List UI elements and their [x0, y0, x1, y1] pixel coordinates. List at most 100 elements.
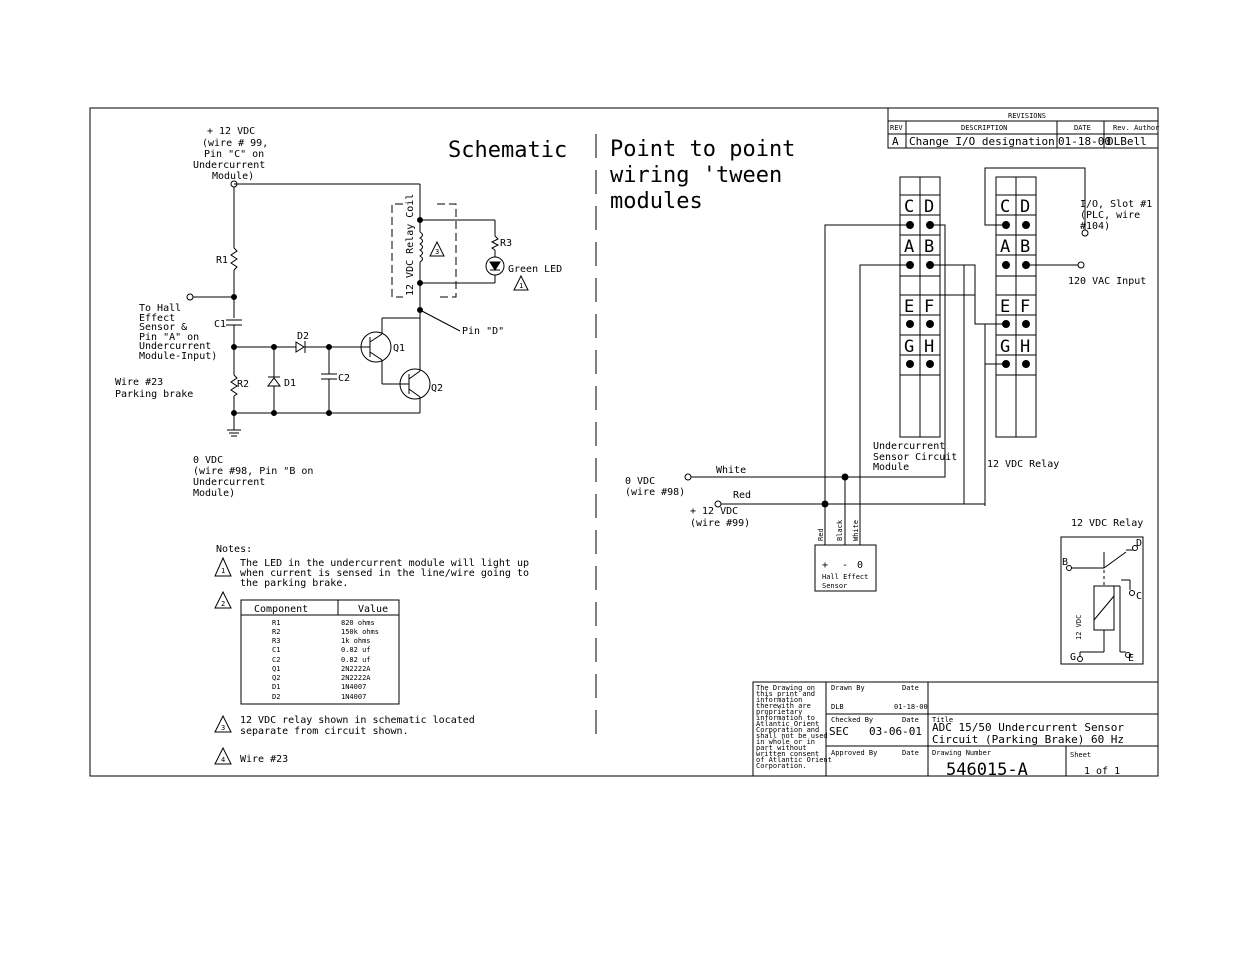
svg-text:separate from circuit shown.: separate from circuit shown.: [240, 726, 409, 737]
svg-text:Corporation and: Corporation and: [756, 726, 819, 734]
svg-text:C2: C2: [272, 656, 280, 664]
svg-text:B: B: [1062, 557, 1068, 568]
svg-text:Pin "A" on: Pin "A" on: [139, 332, 199, 343]
svg-text:01-18-00: 01-18-00: [1058, 135, 1111, 148]
svg-text:12 VDC Relay: 12 VDC Relay: [987, 459, 1059, 470]
svg-text:D1: D1: [272, 683, 280, 691]
relay-terminal-block: C D A B E F G H: [995, 176, 1037, 438]
schematic-circuit: + 12 VDC (wire # 99, Pin "C" on Undercur…: [115, 126, 562, 499]
svg-text:(wire #98, Pin "B on: (wire #98, Pin "B on: [193, 466, 313, 477]
hall-effect-sensor: [814, 544, 877, 592]
svg-text:Black: Black: [836, 519, 844, 541]
svg-text:Module: Module: [873, 462, 909, 473]
svg-text:The LED in the undercurrent mo: The LED in the undercurrent module will …: [240, 558, 529, 569]
svg-text:in whole or in: in whole or in: [756, 738, 815, 746]
svg-text:C: C: [1136, 591, 1142, 602]
svg-text:3: 3: [435, 248, 439, 256]
svg-text:R3: R3: [272, 637, 280, 645]
svg-text:Module): Module): [212, 171, 254, 182]
svg-text:R1: R1: [272, 619, 280, 627]
svg-text:D: D: [1136, 538, 1142, 549]
svg-text:D: D: [1020, 197, 1030, 217]
svg-text:0.82 uf: 0.82 uf: [341, 646, 371, 654]
svg-text:0: 0: [857, 560, 863, 571]
svg-text:12 VDC relay shown in schemati: 12 VDC relay shown in schematic located: [240, 715, 475, 726]
svg-text:(wire # 99,: (wire # 99,: [202, 138, 268, 149]
svg-text:4: 4: [221, 756, 225, 764]
svg-text:2: 2: [221, 600, 225, 608]
svg-text:R3: R3: [500, 238, 512, 249]
svg-text:0 VDC: 0 VDC: [625, 476, 655, 487]
svg-text:12 VDC Relay Coil: 12 VDC Relay Coil: [405, 194, 416, 296]
svg-text:C1: C1: [272, 646, 280, 654]
transistor-q1: [360, 331, 392, 363]
notes-section: Notes: 1 The LED in the undercurrent mod…: [214, 544, 529, 765]
svg-text:White: White: [852, 520, 860, 541]
svg-text:Checked By: Checked By: [831, 716, 873, 724]
svg-text:R2: R2: [237, 379, 249, 390]
svg-text:White: White: [716, 465, 746, 476]
svg-text:Date: Date: [902, 749, 919, 757]
svg-text:E: E: [1000, 297, 1010, 317]
relay-coil: [419, 231, 423, 263]
svg-text:Undercurrent: Undercurrent: [873, 441, 945, 452]
svg-text:(wire #98): (wire #98): [625, 487, 685, 498]
svg-text:150k ohms: 150k ohms: [341, 628, 379, 636]
svg-text:1: 1: [221, 567, 225, 575]
svg-text:+: +: [822, 560, 828, 571]
svg-text:Notes:: Notes:: [216, 544, 252, 555]
svg-text:R2: R2: [272, 628, 280, 636]
undercurrent-module: C D A B E F G H: [899, 176, 941, 438]
svg-text:0.82 uf: 0.82 uf: [341, 656, 371, 664]
svg-text:Q2: Q2: [431, 383, 443, 394]
svg-text:information to: information to: [756, 714, 815, 722]
svg-text:Q2: Q2: [272, 674, 280, 682]
svg-text:Q1: Q1: [272, 665, 280, 673]
svg-text:ADC 15/50 Undercurrent Sensor: ADC 15/50 Undercurrent Sensor: [932, 721, 1124, 734]
drawing-number: 546015-A: [946, 760, 1028, 780]
svg-text:Sensor Circuit: Sensor Circuit: [873, 452, 957, 463]
svg-text:Parking brake: Parking brake: [115, 389, 193, 400]
svg-text:Undercurrent: Undercurrent: [193, 477, 265, 488]
svg-text:E: E: [1128, 653, 1134, 664]
svg-text:03-06-01: 03-06-01: [869, 725, 922, 738]
note-3-triangle: [429, 240, 445, 257]
revisions-block: REVISIONS REV DESCRIPTION DATE Rev. Auth…: [887, 107, 1159, 149]
svg-text:C: C: [1000, 197, 1010, 217]
svg-text:Value: Value: [358, 604, 388, 615]
svg-text:proprietary: proprietary: [756, 708, 802, 716]
svg-text:-: -: [842, 560, 848, 571]
svg-text:Red: Red: [733, 490, 751, 501]
svg-text:3: 3: [221, 724, 225, 732]
svg-text:DESCRIPTION: DESCRIPTION: [961, 124, 1007, 132]
svg-text:B: B: [1020, 237, 1030, 257]
svg-text:Module): Module): [193, 488, 235, 499]
svg-text:this print and: this print and: [756, 690, 815, 698]
svg-text:Effect: Effect: [139, 313, 175, 324]
svg-text:Rev. Author: Rev. Author: [1113, 124, 1159, 132]
svg-text:2N2222A: 2N2222A: [341, 674, 371, 682]
p2p-heading-1: Point to point: [610, 137, 795, 162]
svg-text:01-18-00: 01-18-00: [894, 703, 928, 711]
svg-text:1k ohms: 1k ohms: [341, 637, 371, 645]
svg-text:Pin "C" on: Pin "C" on: [204, 149, 264, 160]
svg-text:Hall Effect: Hall Effect: [822, 573, 868, 581]
svg-text:part without: part without: [756, 744, 807, 752]
svg-text:H: H: [924, 337, 934, 357]
svg-text:I/O, Slot #1: I/O, Slot #1: [1080, 199, 1152, 210]
svg-text:DATE: DATE: [1074, 124, 1091, 132]
svg-text:A: A: [904, 237, 914, 257]
svg-text:Drawn By: Drawn By: [831, 684, 865, 692]
svg-text:1N4007: 1N4007: [341, 693, 366, 701]
svg-text:The Drawing on: The Drawing on: [756, 684, 815, 692]
svg-text:12 VDC Relay: 12 VDC Relay: [1071, 518, 1143, 529]
svg-text:Change I/O designation: Change I/O designation: [909, 135, 1055, 148]
schematic-heading: Schematic: [448, 138, 567, 163]
resistor-r2: [230, 374, 238, 397]
svg-text:Wire #23: Wire #23: [240, 754, 288, 765]
svg-text:therewith are: therewith are: [756, 702, 811, 710]
svg-text:+ 12 VDC: + 12 VDC: [207, 126, 255, 137]
svg-text:REV: REV: [890, 124, 903, 132]
svg-text:the parking brake.: the parking brake.: [240, 578, 348, 589]
